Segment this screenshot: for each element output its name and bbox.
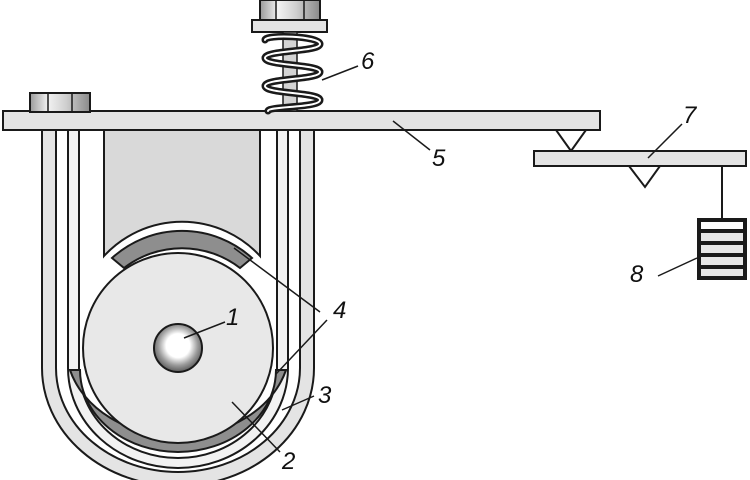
leader-5 xyxy=(392,120,431,151)
axle xyxy=(153,323,203,373)
callout-1-axle: 1 xyxy=(226,304,240,331)
leader-6 xyxy=(321,65,359,81)
pivot-nut xyxy=(29,92,91,113)
callout-3-strap: 3 xyxy=(318,382,332,409)
spring-nut xyxy=(259,0,321,21)
knife-edge-1 xyxy=(554,129,588,153)
leader-8 xyxy=(657,257,698,277)
leader-3 xyxy=(281,395,315,411)
callout-6-spring: 6 xyxy=(361,48,375,75)
weight-stack xyxy=(697,218,747,280)
leader-1 xyxy=(183,321,226,339)
leader-lines xyxy=(183,65,698,453)
leader-4b xyxy=(275,319,328,375)
callout-4-lining: 4 xyxy=(333,297,347,324)
knife-edge-2 xyxy=(626,165,662,189)
leader-2 xyxy=(231,401,281,453)
spring-washer xyxy=(251,19,328,33)
upper-shoe-block xyxy=(103,127,261,259)
callout-7-secondary-lever: 7 xyxy=(683,102,697,129)
callout-8-weight: 8 xyxy=(630,261,644,288)
upper-lining xyxy=(110,229,254,270)
main-lever xyxy=(2,110,601,131)
callout-5-main-lever: 5 xyxy=(432,145,446,172)
leader-7 xyxy=(647,123,683,159)
callout-2-drum: 2 xyxy=(282,448,296,475)
secondary-lever xyxy=(533,150,747,167)
spring xyxy=(261,31,324,115)
leader-4a xyxy=(233,247,321,313)
